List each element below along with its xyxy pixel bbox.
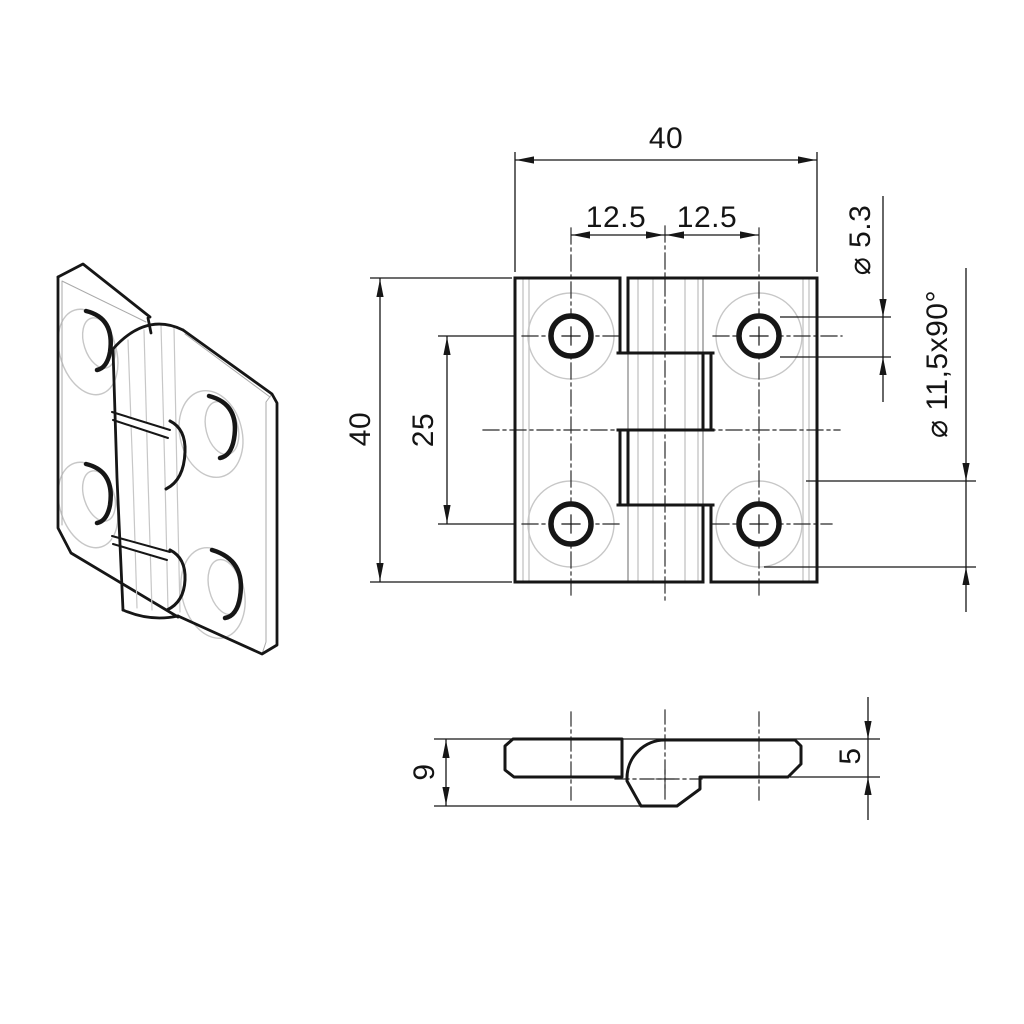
dim-section-height [434,738,880,807]
dim-label-offset-right: 12.5 [676,201,738,234]
iso-front-leaf [176,328,279,656]
dim-countersink [764,268,976,612]
dim-label-section-height: 9 [408,763,441,781]
front-holes [548,313,782,547]
section-center-cross [655,769,675,789]
iso-cut-band-2 [112,536,170,560]
dim-leaf-thickness [790,697,880,820]
dim-width-top [514,152,818,272]
dim-height-left [370,277,512,583]
dim-label-hole-diameter: ⌀ 5.3 [844,204,877,276]
dim-label-hole-spacing: 25 [407,412,440,448]
front-centerlines [482,225,843,601]
dim-hole-diameter [780,196,891,402]
section-outline [503,737,803,808]
iso-hole-crescents [83,308,244,621]
iso-back-leaf-edges [61,280,147,526]
dim-label-leaf-thickness: 5 [834,747,867,765]
front-outline [513,276,819,584]
dim-label-offset-left: 12.5 [585,201,647,234]
dim-hole-spacing [438,335,515,525]
iso-front-leaf-edges [184,333,273,655]
iso-knuckle-caps [164,419,187,612]
section-view [503,709,803,808]
dim-label-countersink: ⌀ 11,5x90° [921,290,954,438]
dim-hole-offsets [571,231,759,239]
iso-barrel-outline [111,322,185,620]
iso-barrel-facets [127,324,181,613]
isometric-view [56,262,279,656]
dim-label-overall-width: 40 [648,122,684,155]
iso-cut-band-1 [112,412,170,438]
iso-cut-edges [111,411,171,561]
iso-back-leaf [56,262,180,619]
dim-label-overall-height: 40 [344,411,377,447]
front-view [482,225,843,601]
dimension-graphics [370,152,976,820]
